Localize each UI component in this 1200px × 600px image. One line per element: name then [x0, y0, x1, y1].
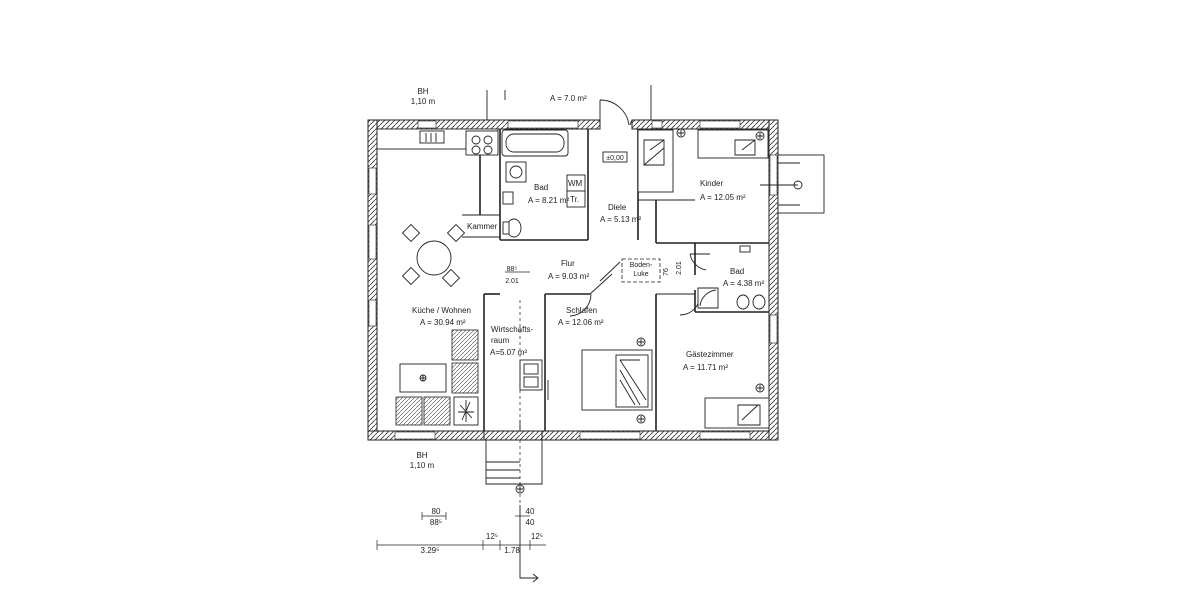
diele-label: Diele	[608, 203, 627, 212]
schlafen-area: A = 12.06 m²	[558, 318, 604, 327]
dim-125-b: 12⁵	[531, 532, 543, 541]
gaeste-label: Gästezimmer	[686, 350, 734, 359]
flur-label: Flur	[561, 259, 575, 268]
dim-885: 88⁵	[430, 518, 442, 527]
kueche-label: Küche / Wohnen	[412, 306, 471, 315]
bad2-fixtures	[697, 245, 766, 310]
bh-top-value: 1,10 m	[411, 97, 436, 106]
gaeste-area: A = 11.71 m²	[683, 363, 728, 372]
dim-3295: 3.29⁵	[421, 546, 440, 555]
kinder-area: A = 12.05 m²	[700, 193, 746, 202]
flur-area: A = 9.03 m²	[548, 272, 589, 281]
dim-80: 80	[432, 507, 441, 516]
windows	[368, 120, 778, 440]
hatch-dim-76: 76	[663, 268, 670, 276]
bh-bottom-value: 1,10 m	[410, 461, 435, 470]
level-marker: ±0,00	[606, 155, 624, 162]
entry-steps	[485, 440, 543, 505]
dim-178: 1.78	[504, 546, 520, 555]
wirtschaft-fixtures	[519, 300, 543, 432]
kitchen-units	[395, 329, 479, 426]
hatch-dim-201: 2.01	[676, 261, 683, 275]
bad1-fixtures	[502, 161, 586, 238]
dim-125-a: 12⁵	[486, 532, 498, 541]
door-dim-885: 88⁵	[507, 266, 518, 273]
dim-40-bottom: 40	[526, 518, 535, 527]
dining-table	[401, 223, 466, 288]
dim-40-top: 40	[526, 507, 535, 516]
kueche-area: A = 30.94 m²	[420, 318, 466, 327]
balcony	[760, 154, 825, 214]
boden-luke-label-2: Luke	[633, 271, 648, 278]
bad1-label: Bad	[534, 183, 548, 192]
wirtschaft-label-1: Wirtschafts-	[491, 325, 534, 334]
boden-luke-box	[621, 258, 661, 283]
schlafen-bed	[581, 337, 653, 424]
schlafen-label: Schlafen	[566, 306, 597, 315]
kinder-bed	[637, 128, 769, 193]
wirtschaft-area: A=5.07 m²	[490, 348, 527, 357]
kinder-label: Kinder	[700, 179, 723, 188]
wm-label: WM	[568, 179, 583, 188]
door-dim-201: 2.01	[505, 278, 519, 285]
bh-top-label: BH	[417, 87, 428, 96]
tr-label: Tr.	[570, 195, 579, 204]
boden-luke-label-1: Boden-	[630, 262, 653, 269]
gaeste-bed	[704, 383, 770, 429]
bad2-area: A = 4.38 m²	[723, 279, 764, 288]
kitchen-counter	[376, 128, 499, 156]
wirtschaft-label-2: raum	[491, 336, 510, 345]
diele-area: A = 5.13 m²	[600, 215, 641, 224]
labels: BH 1,10 m A = 7.0 m² ±0,00 Bad A = 8.21 …	[410, 87, 765, 555]
bad1-area: A = 8.21 m²	[528, 196, 569, 205]
kammer-label: Kammer	[467, 222, 498, 231]
bh-bottom-label: BH	[416, 451, 427, 460]
bad2-label: Bad	[730, 267, 744, 276]
porch-area: A = 7.0 m²	[550, 94, 587, 103]
bathtub	[501, 129, 569, 157]
dimension-lines	[376, 271, 546, 583]
